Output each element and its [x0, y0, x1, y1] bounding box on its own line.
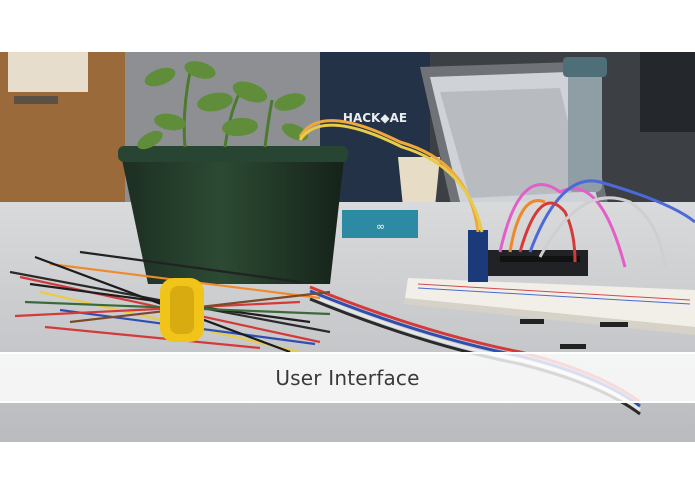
jumper-wires: [298, 119, 695, 268]
plant-pot: [118, 146, 348, 284]
caption-band: User Interface: [0, 352, 695, 403]
breadboard: [405, 278, 695, 327]
sensor-module: [468, 230, 488, 282]
banner-text: HACK◆AE: [343, 111, 407, 125]
arduino-box: [342, 210, 418, 238]
thermos: [568, 62, 602, 192]
seedling-plant: [137, 61, 309, 150]
slide-caption: User Interface: [275, 365, 420, 390]
arduino-logo: ∞: [376, 220, 385, 233]
